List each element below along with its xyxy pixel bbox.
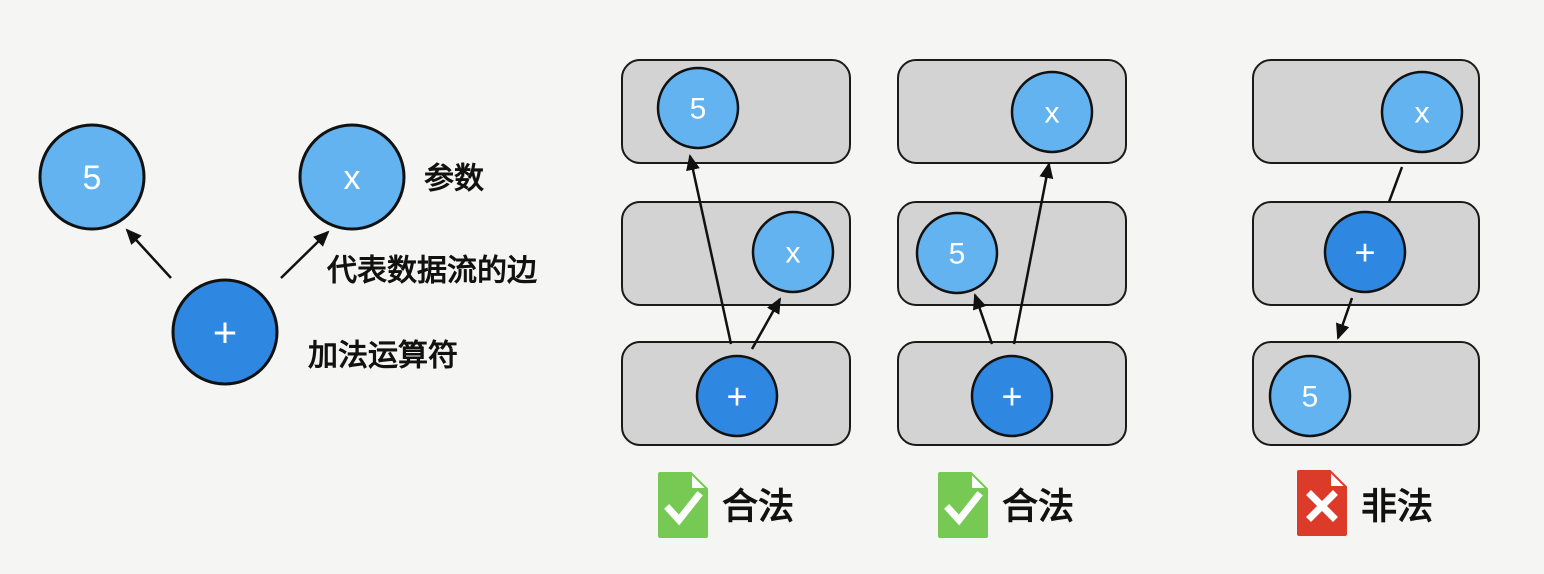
annotation-add-operator: 加法运算符 xyxy=(308,339,458,373)
value-node-circle xyxy=(1268,354,1352,438)
verdict-label: 合法 xyxy=(722,486,794,527)
edge-x-to-plus-line xyxy=(1387,166,1404,203)
node-label: + xyxy=(726,376,747,417)
node-plus: + xyxy=(1323,210,1407,294)
node-label: + xyxy=(1354,232,1375,273)
node-plus: + xyxy=(970,354,1054,438)
edge-plus-to-5-down-arrow xyxy=(1336,297,1354,340)
example-column-3: x + 5 非法 xyxy=(1252,59,1480,536)
edge-plus-to-5-arrow xyxy=(125,228,172,279)
node-x: x xyxy=(1380,70,1464,154)
node-label: + xyxy=(1001,376,1022,417)
node-label: 5 xyxy=(949,238,966,271)
operator-node-circle xyxy=(171,278,279,386)
value-node-circle xyxy=(1380,70,1464,154)
cross-document-icon xyxy=(1297,470,1347,536)
node-label: x xyxy=(1415,97,1430,130)
annotation-parameter: 参数 xyxy=(424,163,485,196)
operator-node-circle xyxy=(1323,210,1407,294)
node-label: 5 xyxy=(690,93,707,126)
node-label: x xyxy=(786,237,801,270)
legend-diagram: 5 x + 参数 代表数据流的边 加法运算符 xyxy=(38,123,538,386)
verdict-label: 合法 xyxy=(1002,486,1074,527)
node-x: x xyxy=(751,210,835,294)
operator-node-circle xyxy=(970,354,1054,438)
check-document-icon xyxy=(938,472,988,538)
example-column-1: 5 x + 合法 xyxy=(621,59,851,538)
annotation-dataflow-edge: 代表数据流的边 xyxy=(326,255,538,288)
node-parameter-x: x xyxy=(298,123,406,231)
node-label: x xyxy=(1045,97,1060,130)
edge-plus-to-5-arrow xyxy=(972,293,994,345)
example-column-2: x 5 + 合法 xyxy=(897,59,1127,538)
check-document-icon xyxy=(658,472,708,538)
node-label: 5 xyxy=(83,159,102,197)
node-5: 5 xyxy=(1268,354,1352,438)
node-label: + xyxy=(213,309,238,356)
value-node-circle xyxy=(1010,70,1094,154)
value-node-circle xyxy=(915,211,999,295)
value-node-circle xyxy=(38,123,146,231)
edge-plus-to-x-arrow xyxy=(280,230,330,279)
node-operator-plus: + xyxy=(171,278,279,386)
node-5: 5 xyxy=(915,211,999,295)
node-5: 5 xyxy=(656,66,740,150)
value-node-circle xyxy=(298,123,406,231)
value-node-circle xyxy=(751,210,835,294)
operator-node-circle xyxy=(695,354,779,438)
edge-plus-to-x-arrow xyxy=(1012,162,1054,345)
node-label: 5 xyxy=(1302,381,1319,414)
edge-plus-to-x-arrow xyxy=(750,297,782,350)
node-x: x xyxy=(1010,70,1094,154)
edge-plus-to-5-arrow xyxy=(686,154,733,345)
node-label: x xyxy=(344,159,361,197)
node-plus: + xyxy=(695,354,779,438)
value-node-circle xyxy=(656,66,740,150)
verdict-label: 非法 xyxy=(1361,486,1433,527)
node-constant-5: 5 xyxy=(38,123,146,231)
